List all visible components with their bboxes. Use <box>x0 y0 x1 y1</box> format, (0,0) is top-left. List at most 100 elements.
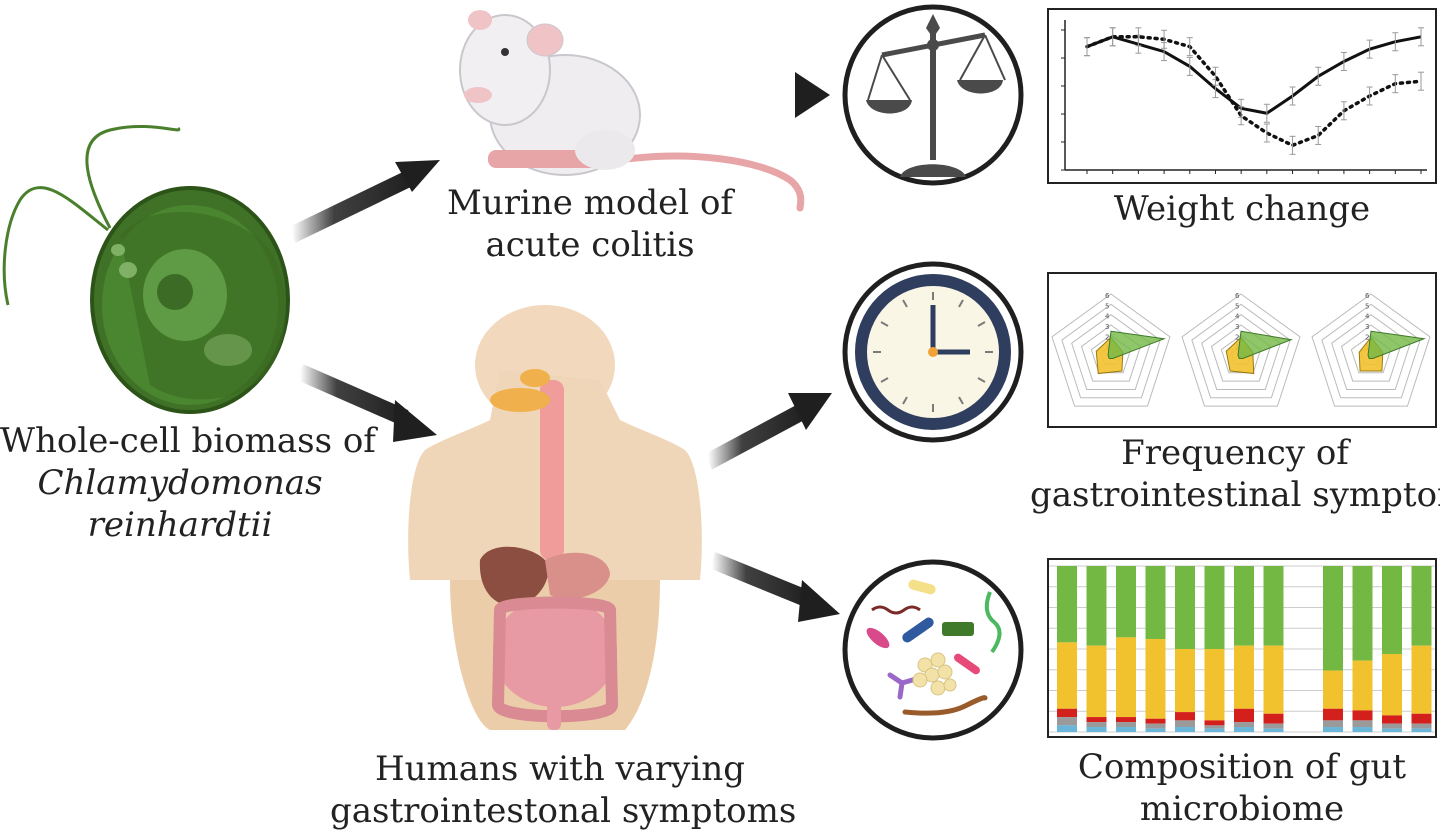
bar-segment <box>1382 715 1402 724</box>
human-label: Humans with varying gastrointestonal sym… <box>330 748 797 832</box>
bar-segment <box>1234 708 1254 723</box>
human-body-icon <box>408 305 702 730</box>
series-line-1 <box>1086 35 1422 115</box>
microbiome-stacked-bar-chart <box>1049 565 1435 733</box>
bar-segment <box>1411 723 1432 729</box>
bar-segment <box>1086 722 1107 728</box>
bar-segment <box>1145 566 1166 640</box>
bar-segment <box>1175 566 1195 649</box>
mouse-label-line1: Murine model of <box>447 183 733 223</box>
radar-tick-label: 5 <box>1365 302 1369 310</box>
bar-segment <box>1175 727 1195 732</box>
bar-segment <box>1204 725 1225 729</box>
radar-tick-label: 6 <box>1105 292 1110 300</box>
bar-segment <box>1145 728 1166 732</box>
symptom-frequency-chart-panel: 654321654321654321 <box>1047 272 1437 428</box>
bar-segment <box>1145 723 1166 729</box>
radar-grid <box>1191 303 1291 399</box>
bar-segment <box>1204 720 1225 726</box>
radar-tick-label: 4 <box>1235 313 1240 321</box>
mouse-label: Murine model of acute colitis <box>430 182 750 266</box>
radar-grid <box>1311 293 1431 407</box>
bar-segment <box>1263 713 1284 724</box>
bar-segment <box>1204 728 1225 732</box>
bar-segment <box>1382 728 1402 732</box>
bar-segment <box>1175 649 1195 713</box>
radar-tick-label: 3 <box>1235 323 1239 331</box>
bar-segment <box>1234 727 1254 732</box>
bar-segment <box>1323 566 1343 671</box>
weight-change-chart-panel <box>1047 8 1437 184</box>
algae-species-genus: Chlamydomonas <box>37 463 323 503</box>
bar-segment <box>1234 566 1254 646</box>
mouse-label-line2: acute colitis <box>485 225 695 265</box>
bar-segment <box>1234 722 1254 728</box>
human-label-line2: gastrointestonal symptoms <box>330 791 797 831</box>
bar-segment <box>1057 725 1077 732</box>
bar-segment <box>1323 708 1343 721</box>
bar-segment <box>1175 720 1195 728</box>
radar-grid <box>1181 293 1301 407</box>
bar-segment <box>1057 708 1077 718</box>
radar-tick-label: 5 <box>1105 302 1109 310</box>
symptom-radar-charts: 654321654321654321 <box>1051 292 1431 407</box>
bar-segment <box>1263 566 1284 646</box>
bar-segment <box>1116 717 1136 723</box>
bar-segment <box>1175 712 1195 721</box>
radar-area-green <box>1237 330 1293 360</box>
symptom-frequency-line1: Frequency of <box>1121 433 1349 473</box>
bar-segment <box>1086 645 1107 718</box>
bar-segment <box>1382 653 1402 716</box>
bar-segment <box>1323 720 1343 728</box>
bar-segment <box>1411 645 1432 714</box>
radar-tick-label: 4 <box>1105 313 1110 321</box>
radar-grid <box>1061 303 1161 399</box>
bar-segment <box>1116 727 1136 732</box>
bar-segment <box>1411 728 1432 732</box>
bar-segment <box>1234 645 1254 709</box>
bar-segment <box>1411 566 1432 646</box>
arrow-algae-to-human <box>296 364 437 442</box>
bar-segment <box>1263 723 1284 729</box>
bar-segment <box>1411 713 1432 724</box>
arrow-human-to-clock <box>703 393 832 470</box>
arrow-human-to-bacteria <box>708 552 840 622</box>
bar-segment <box>1323 727 1343 732</box>
bacteria-icon <box>842 559 1024 741</box>
bar-segment <box>1352 710 1373 721</box>
microbiome-label: Composition of gut microbiome <box>1047 746 1437 830</box>
microbiome-label-line2: microbiome <box>1139 789 1345 829</box>
bar-segment <box>1204 649 1225 721</box>
bar-segment <box>1057 566 1077 643</box>
bar-segment <box>1057 717 1077 726</box>
scale-icon <box>842 4 1024 186</box>
arrow-algae-to-mouse <box>288 160 440 243</box>
algae-cell-icon <box>2 124 290 414</box>
bar-segment <box>1263 728 1284 732</box>
bar-segment <box>1352 660 1373 711</box>
radar-area-green <box>1107 330 1167 360</box>
symptom-frequency-label: Frequency of gastrointestinal symptoms <box>1030 432 1440 516</box>
bar-segment <box>1352 566 1373 661</box>
bar-segment <box>1204 566 1225 649</box>
bar-segment <box>1116 637 1136 718</box>
mouse-icon <box>459 10 805 212</box>
algae-species-epithet: reinhardtii <box>87 505 273 545</box>
radar-tick-label: 4 <box>1365 313 1370 321</box>
bar-segment <box>1382 566 1402 654</box>
radar-tick-label: 5 <box>1235 302 1239 310</box>
bar-segment <box>1116 566 1136 638</box>
radar-tick-label: 6 <box>1235 292 1240 300</box>
arrow-mouse-to-scale <box>680 72 830 118</box>
bar-segment <box>1382 723 1402 729</box>
algae-label: Whole-cell biomass of Chlamydomonas rein… <box>0 420 376 546</box>
symptom-frequency-line2: gastrointestinal symptoms <box>1030 475 1440 515</box>
weight-change-line-chart <box>1061 20 1427 174</box>
radar-tick-label: 3 <box>1105 323 1109 331</box>
bar-segment <box>1352 720 1373 728</box>
bar-segment <box>1086 566 1107 646</box>
bar-segment <box>1116 722 1136 728</box>
radar-area-green <box>1367 330 1427 360</box>
radar-tick-label: 6 <box>1365 292 1370 300</box>
